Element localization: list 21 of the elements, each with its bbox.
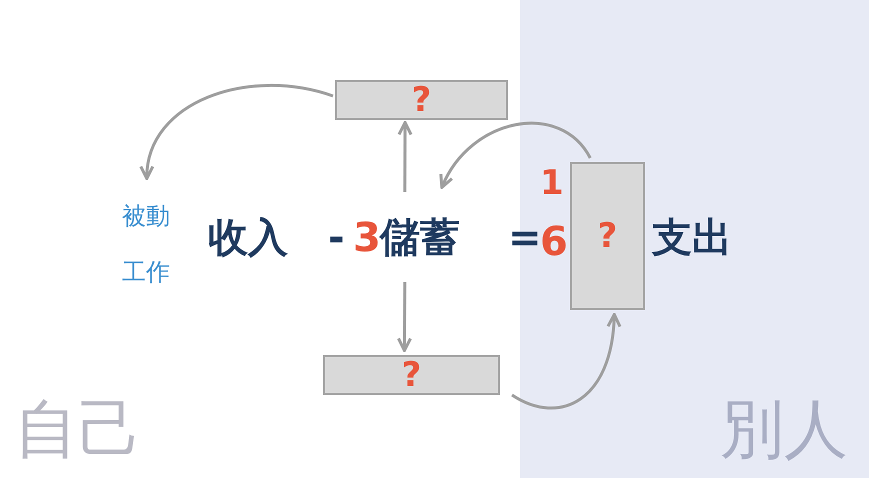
- operator-sign: =: [508, 218, 542, 258]
- question-mark: ?: [412, 83, 432, 117]
- node-text: 收入: [208, 215, 288, 261]
- question-mark: ?: [598, 219, 618, 253]
- corner-label: 別人: [720, 398, 848, 462]
- operator-sign: -: [328, 218, 345, 258]
- corner-label: 自己: [14, 398, 142, 462]
- question-mark: ?: [402, 358, 422, 392]
- arrow: [440, 122, 592, 189]
- process-box: [570, 162, 645, 310]
- arrow: [398, 121, 413, 192]
- arrow: [396, 282, 412, 352]
- process-box: [335, 80, 508, 120]
- step-number: 6: [540, 222, 568, 262]
- node-text: 被動工作: [122, 201, 171, 288]
- arrow: [140, 84, 334, 180]
- node-text: 儲蓄: [380, 215, 460, 261]
- arrow: [511, 313, 621, 410]
- step-number: 1: [540, 166, 564, 200]
- node-text: 支出: [652, 215, 732, 261]
- process-box: [323, 355, 500, 395]
